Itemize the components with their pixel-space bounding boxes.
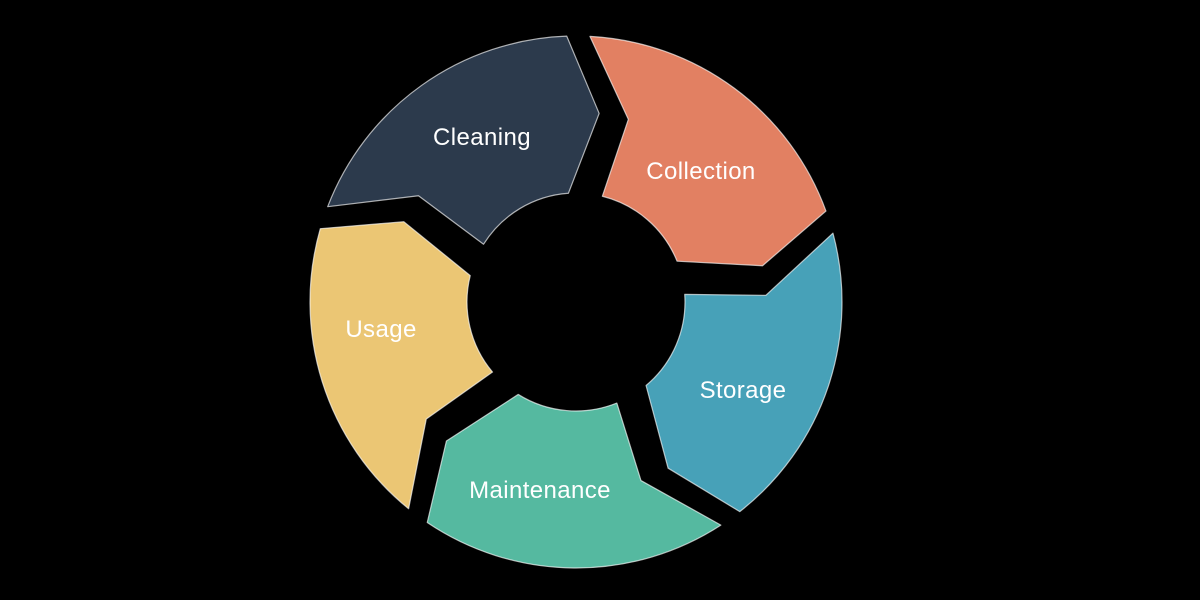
- segment-cleaning-label: Cleaning: [433, 124, 531, 151]
- segment-usage-label: Usage: [345, 316, 416, 343]
- segment-collection: Collection: [589, 35, 827, 267]
- segment-maintenance-shape: [426, 393, 722, 569]
- segment-cleaning: Cleaning: [327, 35, 600, 245]
- segment-collection-shape: [589, 35, 827, 267]
- segment-usage: Usage: [309, 221, 494, 510]
- segment-storage-shape: [645, 232, 843, 513]
- segment-collection-label: Collection: [646, 158, 755, 185]
- segment-usage-shape: [309, 221, 494, 510]
- segment-storage-label: Storage: [700, 377, 787, 404]
- segment-maintenance: Maintenance: [426, 393, 722, 569]
- segment-maintenance-label: Maintenance: [469, 477, 611, 504]
- segments-group: Cleaning Collection Storage Maintenance …: [309, 35, 843, 569]
- segment-storage: Storage: [645, 232, 843, 513]
- segment-cleaning-shape: [327, 35, 600, 245]
